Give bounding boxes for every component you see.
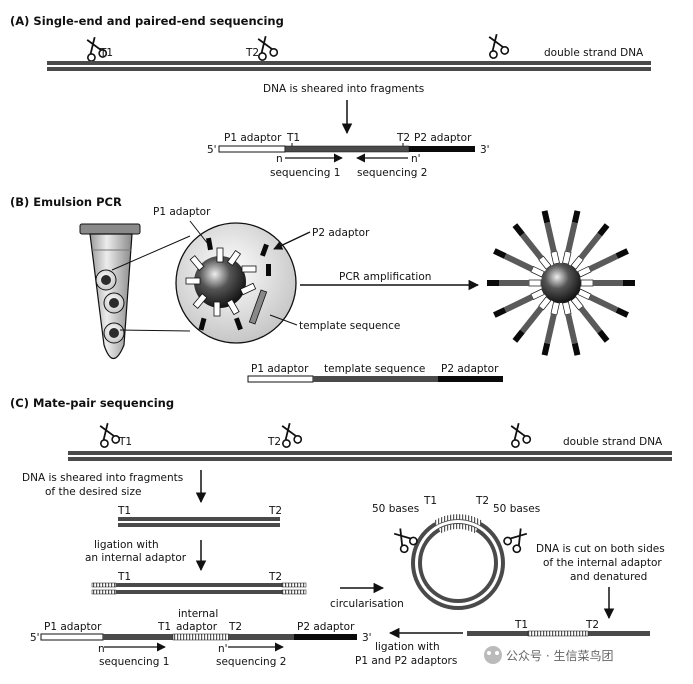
amplified-strand [570,223,610,270]
template-bar [247,375,503,383]
t2-label: T2 [245,47,259,59]
p2-adaptor-label: P2 adaptor [297,621,355,633]
p1-adaptor-label: P1 adaptor [153,206,211,218]
n-prime-label: n' [411,153,421,165]
cut-line-2: of the internal adaptor [543,557,662,569]
amplified-strand [577,248,629,278]
t2-label: T2 [475,495,489,507]
double-strand-dna [68,451,672,461]
ligation-p-line-2: P1 and P2 adaptors [355,655,457,667]
internal-label-2: adaptor [176,621,218,633]
n-prime-label: n' [218,643,228,655]
t2-label: T2 [268,571,282,583]
adapted-fragment [218,143,475,153]
circularisation-label: circularisation [330,598,404,610]
cut-line-3: and denatured [570,571,647,583]
bar-p1-label: P1 adaptor [251,363,309,375]
sheared-line-2: of the desired size [45,486,141,498]
p1-adaptor-label: P1 adaptor [44,621,102,633]
ligation-p-line-1: ligation with [375,641,440,653]
amplified-strand [577,288,629,318]
t1-label: T1 [117,571,131,583]
t2-label: T2 [267,436,281,448]
t1-label: T1 [286,132,300,144]
adaptor-ligated-fragment [91,582,307,595]
cut-line-1: DNA is cut on both sides [536,543,665,555]
scissors-icon [483,31,511,61]
scissors-icon [505,420,533,450]
template-sequence-label: template sequence [299,320,400,332]
five-prime-label: 5' [207,144,217,156]
p1-adaptor-label: P1 adaptor [224,132,282,144]
t1-label: T1 [423,495,437,507]
p2-adaptor-label: P2 adaptor [414,132,472,144]
amplified-strand [562,210,581,265]
bases-left-label: 50 bases [372,503,419,515]
final-mate-pair-construct [40,633,357,641]
amplified-strand [493,288,545,318]
watermark-text: 公众号 · 生信菜鸟团 [506,648,613,663]
sequencing-2-label: sequencing 2 [357,167,427,179]
section-b-title: (B) Emulsion PCR [10,195,122,209]
emulsion-droplet [175,222,297,344]
n-label: n [98,643,105,655]
bar-template-label: template sequence [324,363,425,375]
three-prime-label: 3' [362,632,372,644]
amplified-strand [512,296,552,343]
three-prime-label: 3' [480,144,490,156]
double-strand-dna [47,61,651,71]
double-strand-dna-label: double strand DNA [563,436,663,448]
amplified-strand [487,279,542,287]
t2-label: T2 [228,621,242,633]
t1-label: T1 [514,619,528,631]
amplified-strand [541,210,560,265]
amplified-strand [580,279,635,287]
sequencing-1-label: sequencing 1 [270,167,340,179]
amplified-bead [487,210,635,356]
n-label: n [276,153,283,165]
sheared-label: DNA is sheared into fragments [263,83,424,95]
sheared-line-1: DNA is sheared into fragments [22,472,183,484]
t1-label: T1 [157,621,171,633]
five-prime-label: 5' [30,632,40,644]
ligation-line-2: an internal adaptor [85,552,187,564]
pcr-amplification-label: PCR amplification [339,271,431,283]
bases-right-label: 50 bases [493,503,540,515]
section-c-title: (C) Mate-pair sequencing [10,396,174,410]
scissors-icon [501,524,533,555]
section-a-title: (A) Single-end and paired-end sequencing [10,14,284,28]
scissors-icon [94,420,122,450]
sequencing-1-label: sequencing 1 [99,656,169,668]
t2-label: T2 [268,505,282,517]
amplified-strand [562,301,581,356]
double-strand-dna-label: double strand DNA [544,47,644,59]
watermark: 公众号 · 生信菜鸟团 [484,646,613,664]
ligation-line-1: ligation with [94,539,159,551]
bar-p2-label: P2 adaptor [441,363,499,375]
t1-label: T1 [99,47,113,59]
t2-label: T2 [396,132,410,144]
t2-label: T2 [585,619,599,631]
sequencing-2-label: sequencing 2 [216,656,286,668]
amplified-strand [541,301,560,356]
dna-fragment [118,517,280,527]
internal-label-1: internal [178,608,218,620]
circular-dna [411,514,505,610]
emulsion-tube [79,223,191,360]
mate-pair-fragment [467,630,650,637]
t1-label: T1 [118,436,132,448]
p2-adaptor-label: P2 adaptor [312,227,370,239]
t1-label: T1 [117,505,131,517]
